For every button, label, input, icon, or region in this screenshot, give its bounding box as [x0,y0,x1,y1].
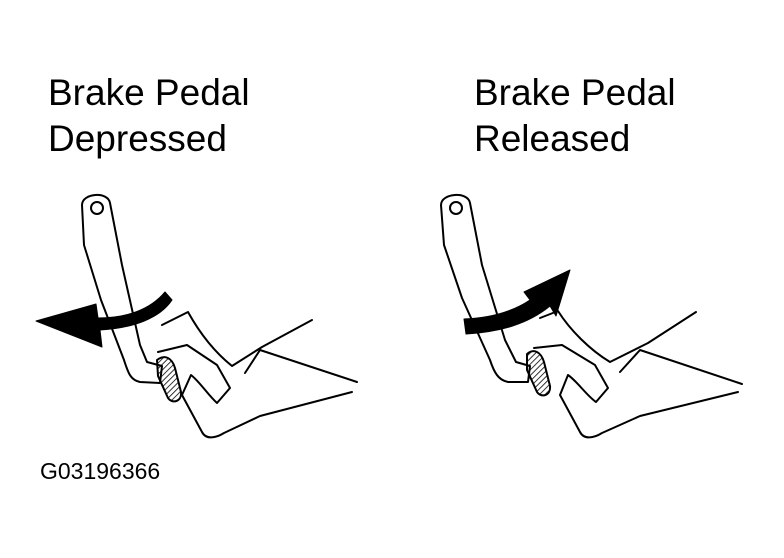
pedal-released-group [440,194,743,439]
pedal-depressed-group [35,194,358,439]
caption-released-line2: Released [474,118,631,159]
pedal-pivot-depressed [90,201,104,215]
pedal-pad-released [526,350,552,397]
caption-depressed-line2: Depressed [48,118,227,159]
caption-released: Brake Pedal Released [474,70,676,162]
figure-id-label: G03196366 [40,458,161,484]
arrow-released-icon [463,269,571,335]
pedal-pivot-released [449,201,463,215]
caption-depressed-line1: Brake Pedal [48,72,250,113]
caption-depressed: Brake Pedal Depressed [48,70,250,162]
pedal-arm-depressed [81,194,163,384]
pedal-pad-depressed [156,356,183,403]
arrow-depressed-icon [35,291,173,348]
caption-released-line1: Brake Pedal [474,72,676,113]
foot-depressed [157,311,358,439]
foot-released [533,310,743,439]
pedal-arm-released [440,194,531,383]
